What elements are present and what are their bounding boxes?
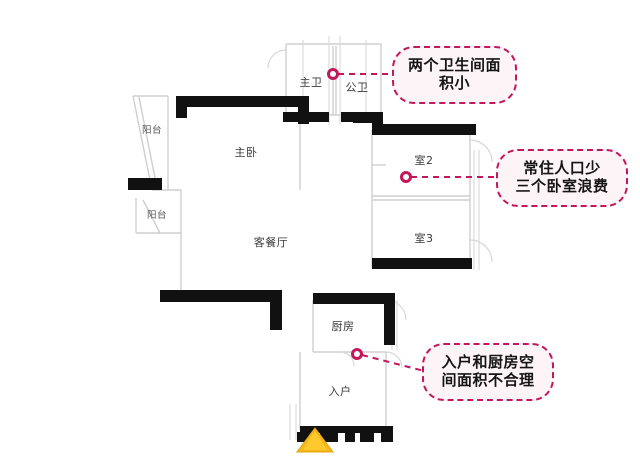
room-label-master-bath: 主卫 — [299, 75, 323, 89]
north-marker-icon — [296, 427, 334, 453]
room-label-kitchen: 厨房 — [331, 319, 355, 333]
callout-entry-kitchen: 入户和厨房空 间面积不合理 — [422, 343, 554, 401]
room-label-public-bath: 公卫 — [345, 80, 369, 94]
structural-walls — [128, 96, 476, 442]
callout-bathrooms-text: 两个卫生间面 积小 — [407, 56, 501, 92]
callout-bathrooms: 两个卫生间面 积小 — [392, 46, 517, 104]
marker-entry-kitchen — [351, 348, 363, 360]
annotation-markers — [327, 68, 412, 360]
leader-line-entry-kitchen — [361, 354, 429, 373]
marker-bathrooms — [327, 68, 339, 80]
annotation-leader-lines — [338, 73, 500, 373]
room-label-room-2: 室2 — [414, 153, 434, 167]
room-label-entry: 入户 — [328, 384, 352, 398]
room-label-master-bedroom: 主卧 — [234, 145, 258, 159]
callout-bedrooms: 常住人口少 三个卧室浪费 — [496, 149, 628, 207]
room-label-room-3: 室3 — [414, 231, 434, 245]
marker-bedrooms — [400, 171, 412, 183]
room-label-living-dining: 客餐厅 — [253, 235, 289, 249]
room-label-balcony-upper: 阳台 — [141, 124, 163, 136]
room-label-balcony-lower: 阳台 — [146, 209, 168, 221]
callout-entry-kitchen-text: 入户和厨房空 间面积不合理 — [441, 353, 535, 389]
callout-bedrooms-text: 常住人口少 三个卧室浪费 — [515, 159, 609, 195]
